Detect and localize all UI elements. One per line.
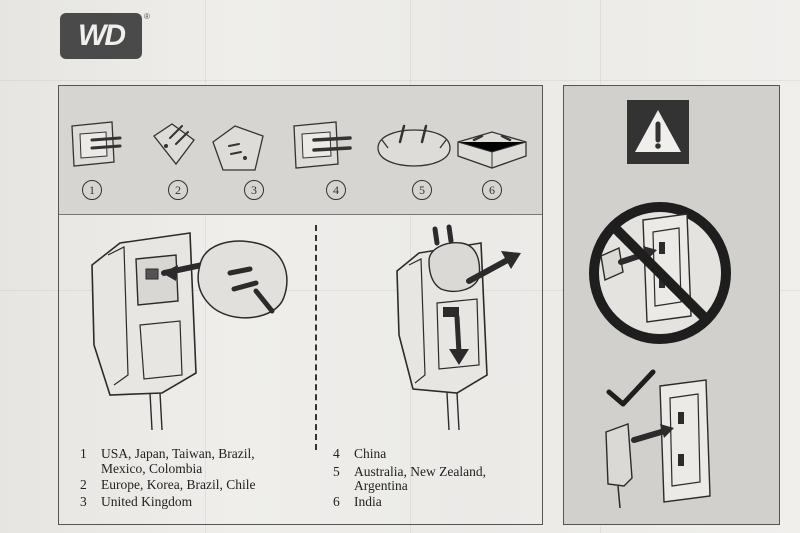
legend-number: 6 [333,494,340,509]
plug-type-usa-icon [71,121,122,167]
adapter-attach-illustration [91,232,288,431]
legend-text: Europe, Korea, Brazil, Chile [101,477,256,492]
plug-number: 6 [482,180,502,200]
legend-item: 6 India [333,494,382,509]
warning-triangle-icon [627,100,689,164]
plug-number: 1 [82,180,102,200]
legend-item: 4 China [333,446,386,461]
adapter-detach-illustration [396,224,521,431]
legend-continuation: Mexico, Colombia [101,461,203,476]
legend-number: 3 [80,494,87,509]
legend-number: 1 [80,446,87,461]
legend-text: Australia, New Zealand, [354,464,486,479]
plug-number: 2 [168,180,188,200]
legend-continuation: Argentina [354,478,408,493]
legend-text: China [354,446,387,461]
plug-number: 5 [412,180,432,200]
plug-number: 4 [326,180,346,200]
logo-text: WD [78,19,126,52]
fold-line [0,80,800,81]
legend-item: 1 USA, Japan, Taiwan, Brazil, [80,446,255,461]
legend-text: India [354,494,382,509]
plug-type-china-icon [293,121,352,169]
plug-type-europe-icon [153,123,195,166]
plug-type-india-icon [457,131,527,169]
legend-item: 3 United Kingdom [80,494,192,509]
legend-number: 4 [333,446,340,461]
section-divider [315,225,317,450]
legend-text: USA, Japan, Taiwan, Brazil, [101,446,255,461]
plug-number: 3 [244,180,264,200]
registered-mark: ® [144,12,150,21]
correct-insertion-icon [605,379,711,509]
wd-logo: WD [60,13,142,59]
legend-item: 5 Australia, New Zealand, [333,464,486,479]
legend-number: 5 [333,464,340,479]
plug-type-uk-icon [212,125,264,171]
checkmark-icon [606,369,656,407]
plug-type-australia-icon [377,124,451,167]
legend-text: United Kingdom [101,494,193,509]
legend-item: 2 Europe, Korea, Brazil, Chile [80,477,255,492]
legend-number: 2 [80,477,87,492]
prohibited-insertion-icon [589,202,731,344]
